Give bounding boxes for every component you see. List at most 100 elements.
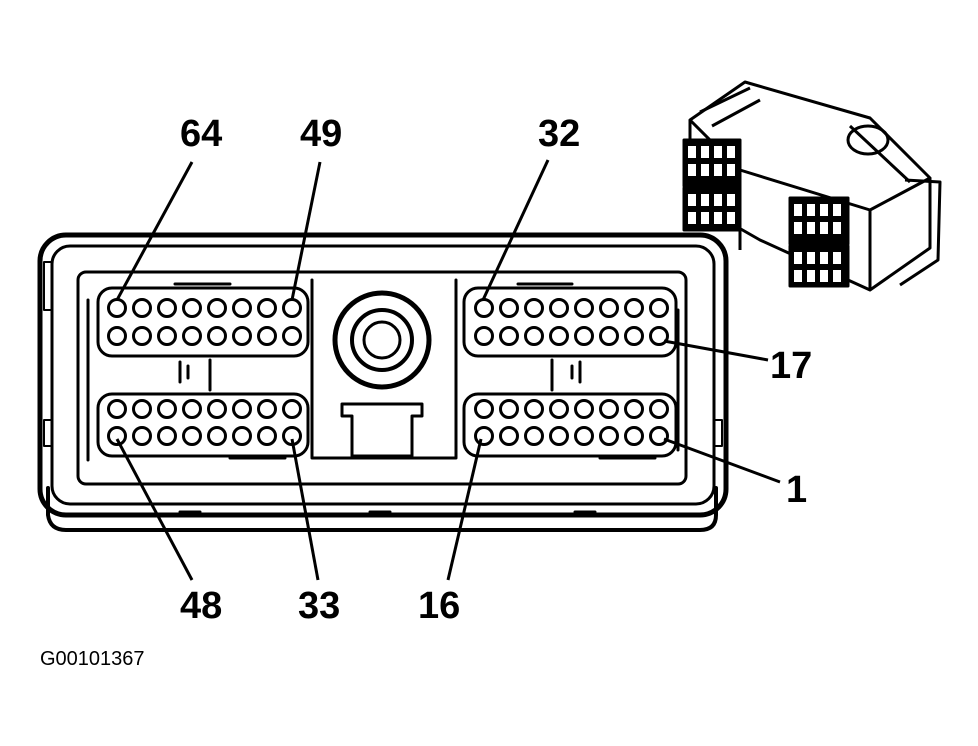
pin-cavity-lower-right-r2-c4 [549,426,569,446]
thumb-slot-4-1-4 [833,252,841,264]
thumb-slot-1-2-1 [688,164,696,176]
pin-cavity-upper-left-r1-c3 [157,298,177,318]
cavity-block-upper-left [96,286,310,358]
thumb-slot-3-2-1 [794,222,802,234]
housing-lip [50,244,716,506]
connector-housing [37,232,729,532]
pin-cavity-lower-left-r1-c4 [182,399,202,419]
pin-cavity-upper-right-r1-c4 [549,298,569,318]
thumb-slot-1-1-1 [688,146,696,158]
pin-cavity-lower-left-r1-c2 [132,399,152,419]
clip-right [550,358,582,392]
center-bolt-outer [332,290,432,390]
pin-cavity-upper-right-r1-c5 [574,298,594,318]
pin-cavity-upper-right-r2-c1 [474,326,494,346]
pin-cavity-lower-left-r2-c6 [232,426,252,446]
leader-1 [663,437,781,484]
pin-cavity-upper-right-r2-c2 [499,326,519,346]
pin-cavity-lower-right-r1-c3 [524,399,544,419]
pin-cavity-lower-left-r1-c8 [282,399,302,419]
thumb-boss [846,124,890,156]
pin-cavity-lower-left-r1-c6 [232,399,252,419]
pin-cavity-lower-left-r2-c4 [182,426,202,446]
thumb-slot-3-2-3 [820,222,828,234]
pin-cavities [107,298,669,446]
pin-label-33: 33 [298,585,340,627]
cavity-block-upper-right [462,286,678,358]
pin-cavity-lower-right-r1-c2 [499,399,519,419]
center-bolt-mid [350,308,414,372]
pin-label-32: 32 [538,113,580,155]
thumb-slot-2-1-4 [727,194,735,206]
pin-cavity-lower-right-r2-c7 [624,426,644,446]
thumb-slot-2-1-3 [714,194,722,206]
pin-cavity-lower-right-r1-c8 [649,399,669,419]
leader-48 [115,438,194,581]
pin-cavity-lower-left-r2-c2 [132,426,152,446]
thumb-slot-2-2-4 [727,212,735,224]
pin-cavity-upper-left-r1-c6 [232,298,252,318]
pin-cavity-upper-right-r1-c8 [649,298,669,318]
pin-cavity-lower-right-r2-c5 [574,426,594,446]
pin-cavity-lower-right-r1-c7 [624,399,644,419]
pin-cavity-upper-right-r2-c6 [599,326,619,346]
thumb-slot-3-2-4 [833,222,841,234]
thumb-slot-1-2-3 [714,164,722,176]
thumb-slot-4-2-2 [807,270,815,282]
thumb-slot-2-1-1 [688,194,696,206]
thumb-slot-2-1-2 [701,194,709,206]
pin-cavity-lower-right-r1-c6 [599,399,619,419]
pin-cavity-lower-left-r2-c1 [107,426,127,446]
pin-cavity-upper-right-r1-c6 [599,298,619,318]
thumb-slot-1-2-2 [701,164,709,176]
pin-cavity-upper-left-r1-c1 [107,298,127,318]
pin-cavity-upper-left-r2-c7 [257,326,277,346]
pin-cavity-upper-left-r2-c5 [207,326,227,346]
housing-skirt [46,486,718,532]
rib-left-notch-low [43,419,53,447]
pin-cavity-upper-right-r1-c2 [499,298,519,318]
thumb-slot-3-2-2 [807,222,815,234]
pin-cavity-upper-right-r1-c1 [474,298,494,318]
thumb-slot-4-1-3 [820,252,828,264]
pin-label-49: 49 [300,113,342,155]
leader-lines [115,159,781,581]
center-bay [310,278,458,460]
leader-17 [663,339,769,362]
thumb-slot-2-2-3 [714,212,722,224]
pin-label-17: 17 [770,345,812,387]
leader-33 [290,438,320,581]
pin-cavity-upper-right-r2-c3 [524,326,544,346]
pin-cavity-upper-right-r2-c5 [574,326,594,346]
thumb-slot-1-1-3 [714,146,722,158]
pin-cavity-upper-right-r2-c7 [624,326,644,346]
pin-cavity-upper-left-r1-c8 [282,298,302,318]
thumb-slot-4-2-3 [820,270,828,282]
pin-cavity-upper-left-r2-c2 [132,326,152,346]
rib-right-notch [713,419,723,447]
pin-cavity-lower-right-r2-c8 [649,426,669,446]
housing-inner [76,270,688,486]
pin-cavity-upper-left-r2-c6 [232,326,252,346]
thumb-pin-slots [688,146,841,282]
pin-cavity-upper-left-r1-c5 [207,298,227,318]
thumb-slot-3-1-3 [820,204,828,216]
pin-cavity-upper-right-r1-c7 [624,298,644,318]
pin-label-16: 16 [418,585,460,627]
pin-cavity-upper-left-r2-c3 [157,326,177,346]
leader-64 [115,161,194,301]
pin-cavity-lower-right-r2-c1 [474,426,494,446]
pin-cavity-lower-left-r2-c7 [257,426,277,446]
thumb-slot-2-2-1 [688,212,696,224]
pin-cavity-lower-right-r1-c1 [474,399,494,419]
connector-thumbnail [682,80,942,292]
leader-32 [481,159,550,301]
thumb-slot-2-2-2 [701,212,709,224]
thumb-slot-1-1-2 [701,146,709,158]
thumb-slot-1-2-4 [727,164,735,176]
thumb-slot-4-2-4 [833,270,841,282]
center-bolt-inner [362,320,402,360]
pin-cavity-lower-left-r2-c3 [157,426,177,446]
cavity-block-lower-right [462,392,678,458]
